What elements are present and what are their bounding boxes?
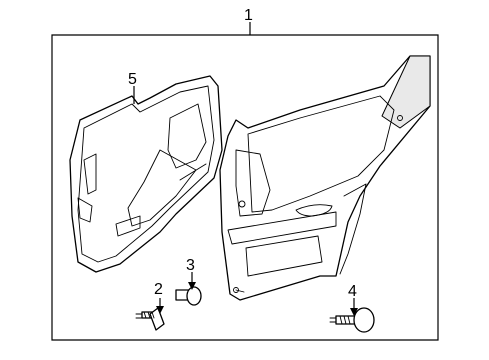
callout-1-label: 1 — [244, 7, 253, 24]
callout-2-arrow — [156, 306, 164, 314]
callout-4-label: 4 — [348, 283, 357, 300]
push-clip — [175, 286, 202, 306]
bolt-fastener — [329, 307, 375, 333]
callout-4-arrow — [350, 308, 358, 316]
callout-3-arrow — [188, 282, 196, 290]
screw-fastener — [135, 307, 165, 331]
insulator-pad — [69, 75, 223, 273]
callout-5-label: 5 — [128, 71, 137, 88]
callout-2-label: 2 — [154, 281, 163, 298]
quarter-trim-panel — [219, 55, 431, 301]
group-bracket-frame — [51, 34, 439, 341]
callout-3-label: 3 — [186, 257, 195, 274]
